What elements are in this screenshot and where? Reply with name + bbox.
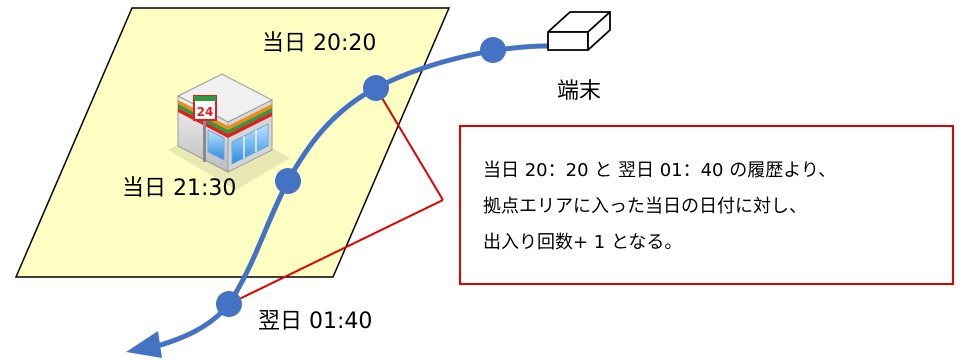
device-icon bbox=[547, 11, 611, 51]
track-point-2020 bbox=[363, 75, 389, 101]
track-point-0140 bbox=[216, 291, 242, 317]
track-point-device bbox=[480, 37, 506, 63]
track-point-2130 bbox=[275, 168, 301, 194]
connector-line-upper bbox=[375, 87, 444, 201]
device-label: 端末 bbox=[557, 79, 602, 104]
callout-line-3: 出入り回数+ 1 となる。 bbox=[483, 232, 683, 253]
connector-line-lower bbox=[228, 199, 444, 305]
callout-line-1: 当日 20：20 と 翌日 01：40 の履歴より、 bbox=[483, 160, 837, 181]
time-label-mid: 当日 21:30 bbox=[122, 176, 237, 201]
track-arrowhead-icon bbox=[126, 331, 162, 358]
store-sign-number: 24 bbox=[197, 105, 214, 119]
time-label-top: 当日 20:20 bbox=[262, 31, 377, 56]
time-label-bottom: 翌日 01:40 bbox=[258, 309, 373, 334]
callout-line-2: 拠点エリアに入った当日の日付に対し、 bbox=[483, 196, 807, 217]
convenience-store-icon bbox=[168, 73, 290, 190]
explanation-callout: 当日 20：20 と 翌日 01：40 の履歴より、 拠点エリアに入った当日の日… bbox=[459, 125, 954, 285]
